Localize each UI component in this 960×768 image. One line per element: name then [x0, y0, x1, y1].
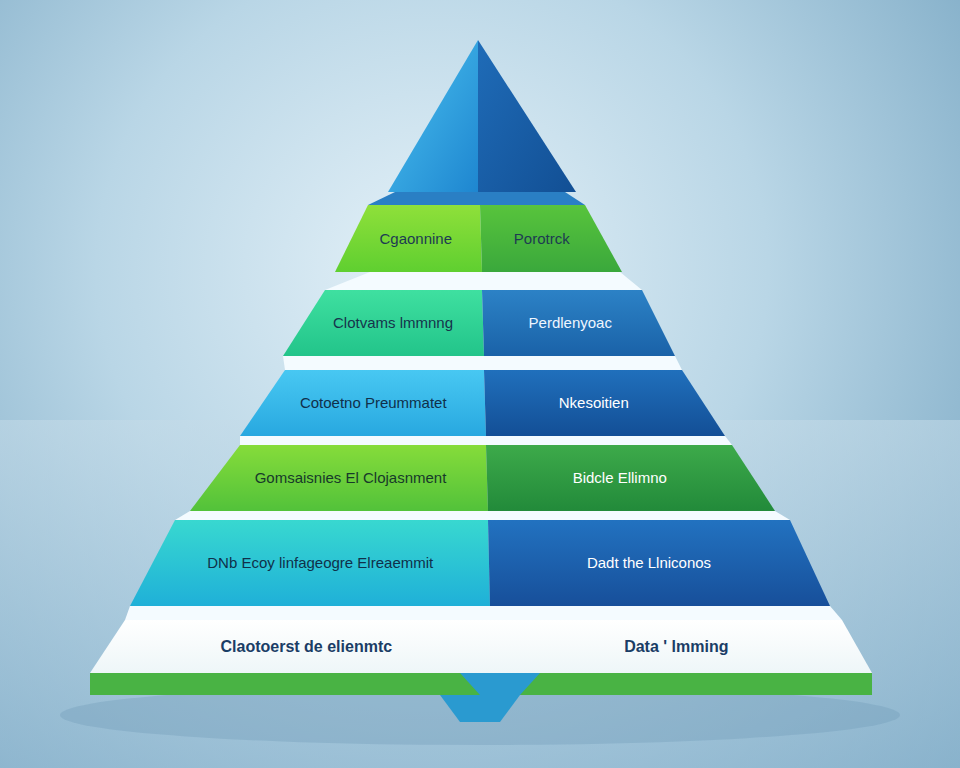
band-label: DNb Ecoy linfageogre Elreaemmit [207, 554, 433, 571]
band-label: Bidcle Ellimno [573, 469, 667, 486]
band-label: Cotoetno Preummatet [300, 394, 447, 411]
band-face [190, 445, 488, 511]
band-top [175, 511, 790, 520]
apex-base [368, 192, 585, 205]
band-shape [90, 620, 872, 695]
band-label: Clotvams lmmnng [333, 314, 453, 331]
band-face [90, 620, 500, 673]
band-face [488, 520, 830, 606]
pyramid-band: Cgaonnine Porotrck [335, 205, 622, 272]
band-label: Cgaonnine [379, 230, 452, 247]
band-face [335, 205, 482, 272]
band-label: Gomsaisnies El Clojasnment [255, 469, 447, 486]
base-notch [440, 695, 520, 722]
band-top [283, 356, 682, 370]
band-face [283, 290, 484, 356]
band-label: Dadt the Llniconos [587, 554, 711, 571]
band-label: Claotoerst de elienmtc [221, 637, 393, 655]
pyramid-band: Gomsaisnies El Clojasnment Bidcle Ellimno [190, 445, 775, 511]
band-label: Nkesoitien [559, 394, 629, 411]
band-label: Data ' lmming [624, 637, 728, 655]
band-face [480, 205, 622, 272]
pyramid-band: Clotvams lmmnng Perdlenyoac [283, 290, 675, 356]
band-face [482, 290, 675, 356]
band-face [486, 445, 775, 511]
band-face [484, 370, 725, 436]
band-label: Perdlenyoac [529, 314, 612, 331]
band-face [130, 520, 490, 606]
base-notch [460, 673, 540, 695]
band-face [500, 620, 872, 673]
pyramid-band: Cotoetno Preummatet Nkesoitien [240, 370, 725, 436]
band-face [240, 370, 486, 436]
apex-left [388, 40, 478, 192]
pyramid-band: Claotoerst de elienmtc Data ' lmming [90, 620, 872, 695]
band-top [240, 436, 732, 445]
floor [0, 420, 960, 768]
base-edge [90, 673, 872, 695]
apex-right [478, 40, 576, 192]
band-label: Porotrck [514, 230, 570, 247]
pyramid-band: DNb Ecoy linfageogre Elreaemmit Dadt the … [130, 520, 830, 606]
band-shape [335, 205, 622, 272]
band-top [125, 606, 842, 620]
band-top [325, 272, 642, 290]
